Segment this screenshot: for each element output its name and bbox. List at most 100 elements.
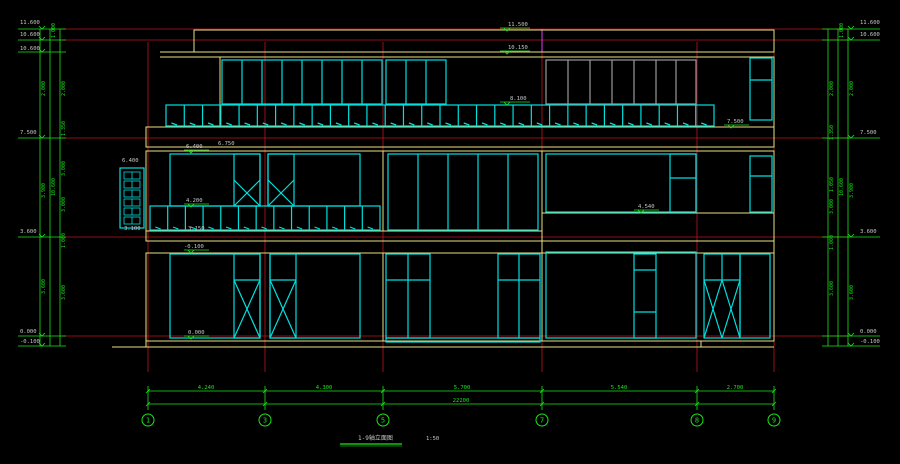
elevation-label: 0.000 <box>860 329 877 335</box>
third-floor-balustrade <box>165 104 715 127</box>
axis-bubble <box>690 413 704 427</box>
balustrade-mark <box>280 122 287 126</box>
segment-label: 1.000 <box>51 23 57 38</box>
axis-label: 8 <box>695 417 699 425</box>
axis-bubble <box>376 413 390 427</box>
right-elevation-labels: 11.600 10.600 7.500 3.600 0.000 -0.100 <box>860 20 880 345</box>
level-marker <box>184 335 209 340</box>
level-label: 7.500 <box>727 119 744 125</box>
segment-label: 3.600 <box>41 279 47 294</box>
balustrade-mark <box>390 122 397 126</box>
dimension-slash <box>771 401 777 407</box>
door-diagonal <box>703 279 723 339</box>
left-dimension-chain <box>39 29 61 346</box>
balustrade-mark <box>335 122 342 126</box>
balustrade-mark <box>278 226 285 230</box>
second-floor-wall <box>145 150 775 242</box>
segment-label: 1.050 <box>829 177 835 192</box>
balustrade-mark <box>190 226 197 230</box>
right-segment-labels: 1.000 2.000 2.000 1.350 3.900 1.050 3.00… <box>829 23 855 300</box>
balustrade-mark <box>701 122 707 126</box>
axis-label: 1 <box>146 417 150 425</box>
level-label: -0.100 <box>184 244 204 250</box>
lattice-screen <box>119 167 145 229</box>
balustrade-mark <box>408 122 415 126</box>
elevation-label: 7.500 <box>860 130 877 136</box>
balustrade-mark <box>208 226 214 230</box>
elevation-label: -0.100 <box>20 339 40 345</box>
balustrade-mark <box>207 122 214 126</box>
segment-label: 3.000 <box>829 199 835 214</box>
segment-label: 1.000 <box>61 233 67 248</box>
segment-label: 1.000 <box>839 23 845 38</box>
bay-dimension-labels: 4.240 4.300 5.700 5.540 2.700 22200 <box>198 385 744 404</box>
balustrade-mark <box>225 226 232 230</box>
window <box>545 59 697 105</box>
balustrade-mark <box>481 122 488 126</box>
axis-label: 9 <box>772 417 776 425</box>
balustrade-mark <box>332 226 338 230</box>
balustrade-mark <box>155 226 161 230</box>
segment-label: 10.600 <box>51 178 57 196</box>
segment-label: 10.600 <box>839 178 845 196</box>
level-label: 6.750 <box>218 141 235 147</box>
level-marker <box>634 209 659 214</box>
window-diagonal <box>233 279 261 339</box>
elevation-label: 10.600 <box>860 32 880 38</box>
bottom-dimension-chain <box>148 390 774 405</box>
balustrade-mark <box>682 122 689 126</box>
balustrade-mark <box>427 122 433 126</box>
elevation-triangle <box>38 342 46 347</box>
dimension-slash <box>262 401 268 407</box>
drawing-title: 1-9轴立面图 <box>358 434 393 442</box>
level-marker <box>724 124 749 129</box>
window <box>269 253 297 339</box>
balustrade-mark <box>367 226 374 230</box>
third-floor-windows <box>221 57 773 121</box>
elevation-triangle <box>38 134 46 139</box>
balustrade-mark <box>172 226 179 230</box>
balustrade-mark <box>189 122 196 126</box>
elevation-triangle <box>38 233 46 238</box>
segment-label: 2.000 <box>849 81 855 96</box>
plinth-window-strip <box>385 337 541 343</box>
inline-level-labels: 11.500 10.150 8.100 7.500 6.750 6.400 6.… <box>122 22 744 336</box>
window-diagonal <box>269 279 297 339</box>
window <box>545 251 697 339</box>
balustrade-mark <box>244 122 251 126</box>
axis-label: 7 <box>540 417 544 425</box>
dimension-slash <box>380 388 386 394</box>
balustrade-mark <box>299 122 306 126</box>
segment-label: 1.000 <box>829 235 835 250</box>
elevation-triangle <box>38 36 46 41</box>
level-marker <box>184 203 209 208</box>
balustrade-mark <box>349 226 356 230</box>
balustrade-mark <box>296 226 303 230</box>
segment-label: 2.000 <box>41 81 47 96</box>
balustrade-mark <box>372 122 379 126</box>
window <box>749 57 773 121</box>
right-dimension-chain <box>827 29 849 346</box>
axis-label: 3 <box>263 417 267 425</box>
balustrade-mark <box>317 122 324 126</box>
level-label: 3.100 <box>124 226 141 232</box>
elevation-triangle <box>38 332 46 337</box>
elevation-label: 11.600 <box>860 20 880 26</box>
balustrade-mark <box>314 226 321 230</box>
dimension-slash <box>145 401 151 407</box>
segment-label: 3.000 <box>61 197 67 212</box>
segment-label: 3.600 <box>829 281 835 296</box>
elevation-label: -0.100 <box>860 339 880 345</box>
level-label: 6.400 <box>122 158 139 164</box>
left-segment-labels: 1.000 2.000 2.000 1.350 3.900 3.000 3.00… <box>41 23 67 300</box>
window <box>749 155 773 213</box>
overall-dim-label: 22200 <box>453 398 470 404</box>
balustrade-mark <box>554 122 561 126</box>
dimension-slash <box>539 388 545 394</box>
third-floor-slab <box>145 126 775 148</box>
right-elevation-markers <box>822 25 880 347</box>
window <box>387 153 539 231</box>
dimension-slash <box>694 388 700 394</box>
balustrade-mark <box>445 122 452 126</box>
